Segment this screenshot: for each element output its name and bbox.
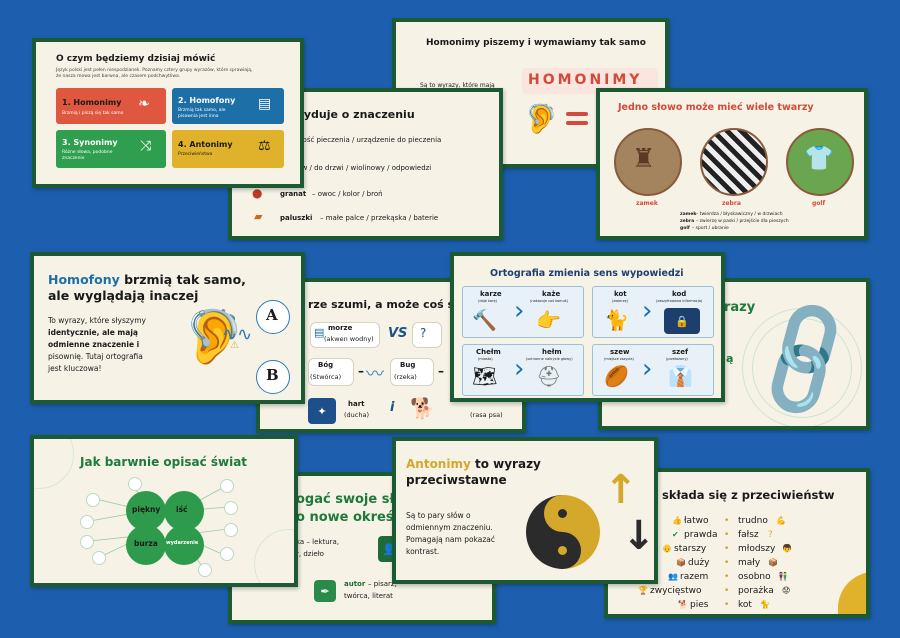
shield-icon: ✦ <box>308 398 336 424</box>
businessman-icon: 👔 <box>668 364 693 388</box>
info-icon: i <box>390 400 395 415</box>
lock-icon: 🔒 <box>664 308 700 334</box>
vs-label: VS <box>388 326 408 341</box>
slide-title: Homonimy piszemy i wymawiamy tak samo <box>426 38 646 48</box>
thumbs-up-icon: 👍 <box>672 516 682 525</box>
slide-title: decyduje o znaczeniu <box>282 108 415 121</box>
slide-jedno-slowo[interactable]: Jedno słowo może mieć wiele twarzy ♜ 👕 z… <box>596 88 868 240</box>
group-icon: 👥 <box>668 572 678 581</box>
question-icon: ? <box>420 326 427 340</box>
node-piekny <box>126 491 166 531</box>
ear-icon: 🦻 <box>524 102 559 135</box>
synonym-bubble <box>92 551 106 565</box>
zebra-image <box>700 128 768 196</box>
cell-chelm <box>462 344 584 396</box>
slide-title: O czym będziemy dzisiaj mówić <box>56 54 216 64</box>
slide-body: Są to wyrazy, które mają <box>420 82 495 89</box>
card-synonimy[interactable] <box>56 130 166 168</box>
synonym-bubble <box>220 547 234 561</box>
cell-szew <box>592 344 714 396</box>
synonym-bubble <box>224 523 238 537</box>
separate-people-icon: 👫 <box>778 572 788 581</box>
synonym-bubble <box>220 479 234 493</box>
sound-wave-icon: ∿∿ <box>222 324 253 345</box>
castle-image <box>614 128 682 196</box>
slide-title: Ortografia zmienia sens wypowiedzi <box>490 268 684 279</box>
slide-title: składa się z przeciwieństw <box>662 488 835 502</box>
book-icon: ▤ <box>314 326 325 339</box>
node-isc <box>164 491 204 531</box>
slide-ortografia[interactable]: Ortografia zmienia sens wypowiedzi karze… <box>450 252 725 402</box>
slide-title: Jedno słowo może mieć wiele twarzy <box>618 102 814 113</box>
cat-icon: 🐈 <box>760 600 770 609</box>
sad-face-icon: 😟 <box>782 586 791 595</box>
pointing-hand-icon: 👉 <box>536 308 561 332</box>
child-icon: 👦 <box>782 544 792 553</box>
battery-icon: ▰ <box>254 210 263 223</box>
synonym-bubble <box>224 501 238 515</box>
slide-indicator-dot[interactable] <box>136 583 141 587</box>
stitched-ball-icon: 🏉 <box>604 364 629 388</box>
synonym-bubble <box>80 515 94 529</box>
shuffle-icon: ⤨ <box>140 138 152 154</box>
leaf-icon: ❧ <box>138 96 150 112</box>
synonym-bubble <box>80 535 94 549</box>
greyhound-icon: 🐕 <box>410 396 435 420</box>
card-antonimy[interactable] <box>172 130 284 168</box>
card-homonimy[interactable] <box>56 88 166 124</box>
quill-icon: ✒ <box>314 580 336 602</box>
flexed-arm-icon: 💪 <box>776 516 786 525</box>
map-pin-icon: 🗺 <box>472 364 498 388</box>
ear-icon: 🦻 <box>182 307 247 367</box>
small-box-icon: 📦 <box>768 558 778 567</box>
slide-antonimy[interactable]: Antonimy to wyrazy przeciwstawne Są to p… <box>392 437 658 584</box>
slide-title: Jak barwnie opisać świat <box>80 455 248 469</box>
homonimy-badge-text: HOMONIMY <box>528 72 643 88</box>
bubble-a <box>256 300 290 334</box>
trophy-icon: 🏆 <box>638 586 648 595</box>
slide-title: razy <box>724 300 756 315</box>
helmet-icon: ⛑ <box>536 364 562 388</box>
node-wydarzenie <box>164 525 204 565</box>
book-icon: ▤ <box>258 96 272 112</box>
check-icon: ✔ <box>672 530 679 539</box>
scales-icon: ⚖ <box>258 138 271 154</box>
synonym-bubble <box>86 493 100 507</box>
elder-icon: 👴 <box>662 544 672 553</box>
golf-image <box>786 128 854 196</box>
river-icon: 〰 <box>366 364 384 385</box>
slide-title: rze szumi, a może coś się <box>308 298 466 311</box>
synonym-bubble <box>198 563 212 577</box>
dog-icon: 🐕 <box>678 600 688 609</box>
arrow-down-icon: ↓ <box>622 513 656 559</box>
bubble-b <box>256 360 290 394</box>
gavel-icon: 🔨 <box>472 308 497 332</box>
granat-icon: ● <box>252 186 263 200</box>
synonym-bubble <box>128 477 142 491</box>
question-icon: ? <box>768 530 773 540</box>
equals-icon <box>566 112 588 116</box>
slide-o-czym-mowic[interactable]: O czym będziemy dzisiaj mówić Język pols… <box>32 38 304 188</box>
card-homofony[interactable] <box>172 88 284 124</box>
slide-homofony[interactable]: Homofony brzmią tak samo, ale wyglądają … <box>30 252 305 404</box>
cat-icon: 🐈 <box>604 308 629 332</box>
cell-karze <box>462 286 584 338</box>
arrow-up-icon: ↑ <box>604 467 638 513</box>
box-icon: 📦 <box>676 558 686 567</box>
node-burza <box>126 525 166 565</box>
warning-icon: ⚠ <box>230 340 239 351</box>
slide-jak-barwnie[interactable]: Jak barwnie opisać świat piękny iść burz… <box>30 435 298 587</box>
